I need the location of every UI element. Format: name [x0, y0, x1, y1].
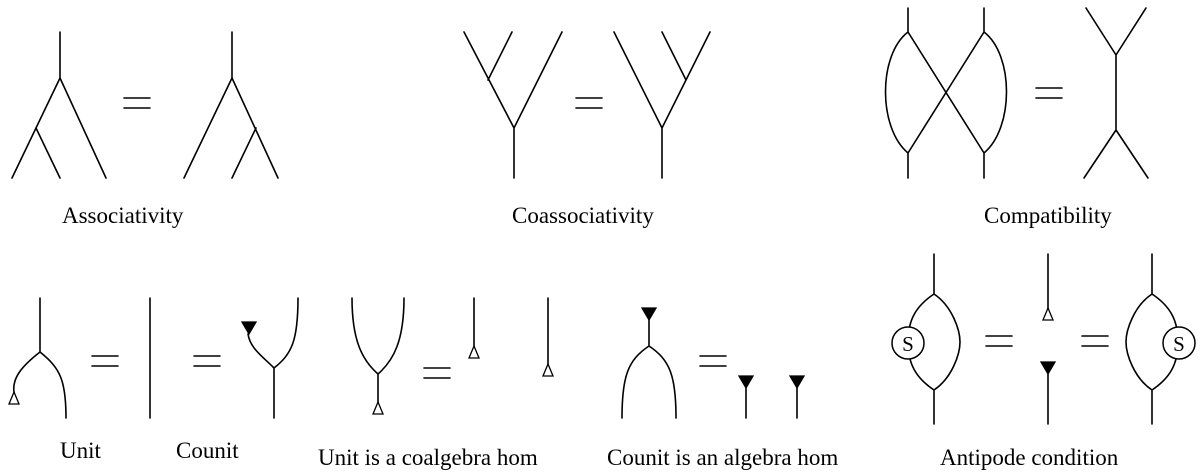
counit-algebra-filled-triangle [640, 307, 658, 322]
antipode-lhs-symbol: S [902, 332, 914, 356]
coassociativity-lhs-tree [463, 31, 563, 179]
compatibility-equals-sign [1035, 87, 1063, 99]
unit-open-triangle [8, 390, 20, 405]
antipode-rhs-diagram: S [1125, 253, 1196, 425]
associativity-caption: Associativity [62, 203, 184, 228]
unit-coalgebra-hom-caption: Unit is a coalgebra hom [318, 445, 538, 470]
unit-coalgebra-open-triangle [372, 400, 384, 415]
associativity-lhs-tree [11, 31, 107, 179]
antipode-unit-open-triangle [1042, 306, 1054, 321]
antipode-rhs-symbol: S [1173, 332, 1185, 356]
antipode-rhs-circle [1162, 326, 1196, 360]
antipode-condition-caption: Antipode condition [940, 445, 1119, 470]
unit-caption: Unit [60, 438, 102, 463]
antipode-equals-sign-right [1081, 335, 1109, 347]
associativity-rhs-tree [183, 31, 279, 179]
coassociativity-equals-sign [575, 97, 603, 109]
unit-coalgebra-hom-rhs [468, 297, 554, 377]
unit-lhs-diagram [8, 297, 67, 419]
counit-algebra-hom-lhs [621, 307, 677, 419]
counit-equals-sign [193, 355, 221, 367]
compatibility-lhs-diagram [884, 7, 1008, 179]
counit-filled-triangle [240, 321, 258, 336]
counit-algebra-hom-equals-sign [699, 355, 727, 367]
associativity-equals-sign [123, 97, 151, 109]
unit-equals-sign [91, 355, 119, 367]
counit-algebra-hom-rhs [737, 375, 806, 419]
antipode-counit-filled-triangle [1039, 361, 1057, 376]
unit-coalgebra-hom-equals-sign [423, 367, 451, 379]
antipode-middle-diagram [1039, 253, 1057, 425]
counit-algebra-hom-caption: Counit is an algebra hom [607, 445, 838, 470]
coassociativity-caption: Coassociativity [512, 203, 654, 228]
counit-left-filled-triangle [737, 375, 755, 390]
counit-right-filled-triangle [788, 375, 806, 390]
compatibility-caption: Compatibility [984, 203, 1112, 228]
compatibility-rhs-diagram [1083, 7, 1149, 179]
antipode-lhs-circle [891, 326, 925, 360]
antipode-equals-sign-left [985, 335, 1013, 347]
coassociativity-rhs-tree [613, 31, 711, 179]
unit-left-open-triangle [468, 344, 480, 359]
counit-rhs-diagram [240, 297, 299, 419]
unit-coalgebra-hom-lhs [351, 297, 405, 415]
antipode-lhs-diagram: S [891, 253, 961, 425]
unit-right-open-triangle [542, 362, 554, 377]
counit-caption: Counit [176, 438, 239, 463]
